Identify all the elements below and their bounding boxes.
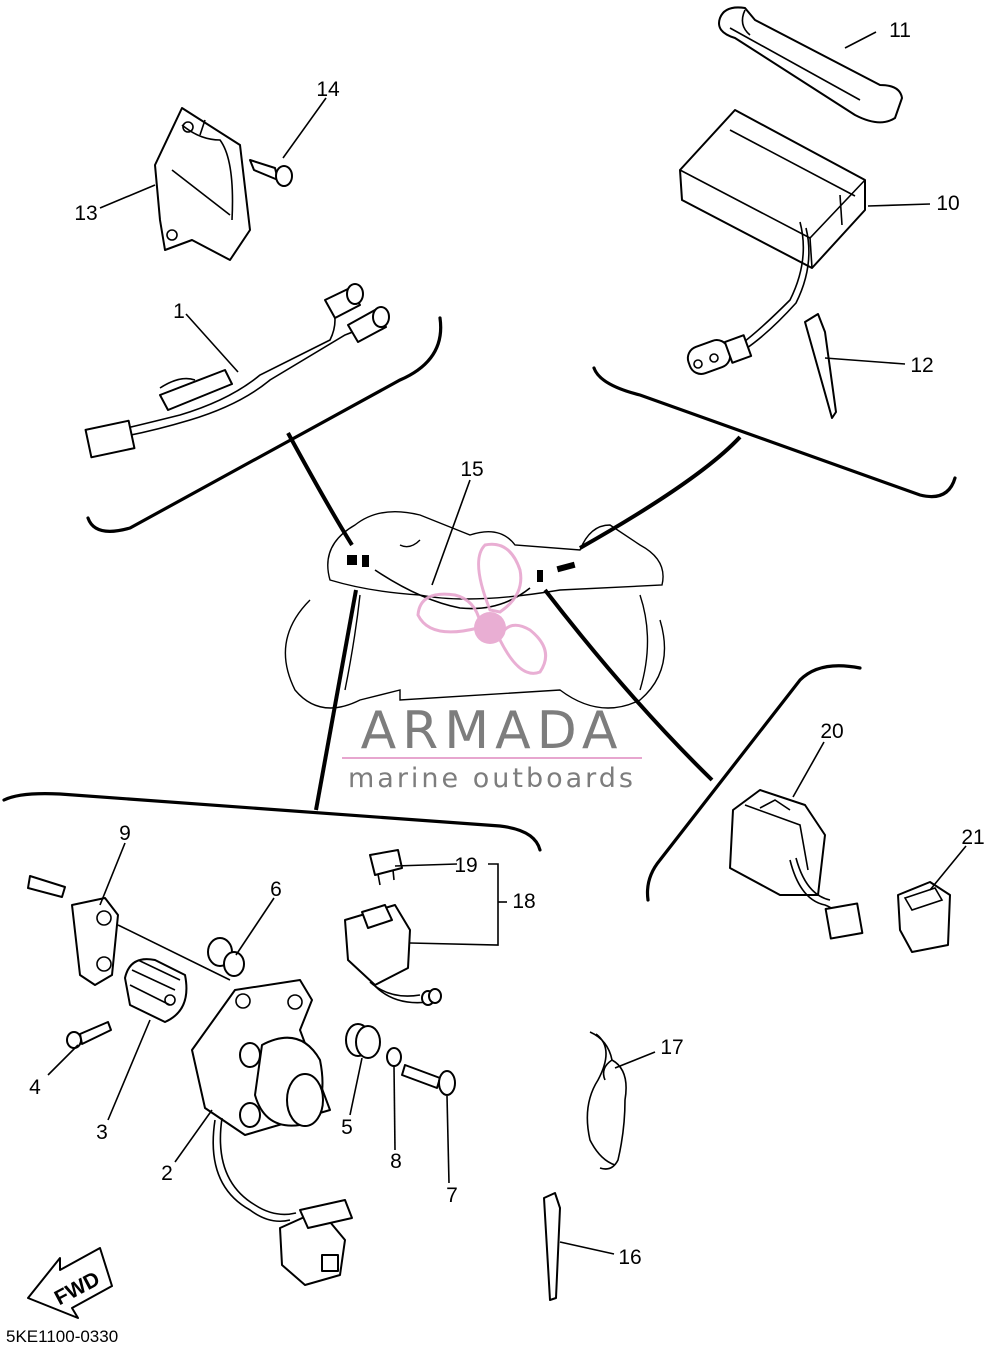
callout-2: 2 [161, 1162, 173, 1185]
callout-9: 9 [119, 822, 131, 845]
forward-arrow: FWD [27, 1247, 113, 1319]
callout-6: 6 [270, 878, 282, 901]
callout-18: 18 [512, 890, 535, 913]
cable-tie-part-12 [804, 313, 837, 419]
fuse-part-19 [369, 849, 403, 886]
callout-5: 5 [341, 1116, 353, 1139]
relay-part-20 [729, 789, 864, 940]
cable-tie-part-16 [543, 1192, 561, 1301]
callout-14: 14 [316, 78, 340, 101]
callout-8: 8 [390, 1150, 402, 1173]
callout-11: 11 [889, 19, 911, 42]
leader-lines [47, 31, 967, 1255]
callout-1: 1 [173, 300, 185, 323]
callout-12: 12 [910, 354, 933, 377]
panel-top-left [86, 316, 443, 533]
panel-right-mid [645, 664, 862, 902]
rectifier-regulator-part-13 [154, 107, 251, 261]
panel-top-right [592, 366, 957, 499]
starter-relay-part-18 [344, 904, 442, 1006]
callout-13: 13 [74, 202, 97, 225]
battery-band-part-11 [718, 6, 903, 124]
connector-line-right [579, 435, 742, 550]
relay-connector-part-21 [897, 881, 951, 953]
connector-line-bottom [314, 589, 358, 811]
pickup-coil-part-3 [124, 958, 188, 1023]
callout-20: 20 [820, 720, 843, 743]
callout-17: 17 [660, 1036, 683, 1059]
connector-line-mid-right [543, 588, 714, 782]
callout-labels: 1 2 3 4 5 6 7 8 9 10 11 12 13 14 15 16 1… [29, 19, 985, 1269]
brand-tagline: marine outboards [348, 763, 636, 794]
grommet-part-6 [207, 937, 245, 977]
callout-4: 4 [29, 1076, 41, 1099]
connector-line-left [286, 432, 354, 547]
bolt-part-7 [401, 1064, 456, 1096]
motorcycle-silhouette [284, 510, 666, 709]
bracket-part-9 [27, 875, 231, 986]
screw-part-14 [249, 159, 293, 187]
callout-15: 15 [460, 458, 483, 481]
callout-10: 10 [936, 192, 959, 215]
washer-part-8 [386, 1047, 402, 1067]
sensor-assembly-part-2 [191, 979, 353, 1286]
panel-bottom-left [2, 792, 542, 852]
callout-3: 3 [96, 1121, 108, 1144]
propeller-logo [416, 542, 548, 675]
battery-part-10 [679, 109, 866, 375]
brand-name: ARMADA [361, 701, 624, 761]
callout-7: 7 [446, 1184, 458, 1207]
wire-harness-part-1 [84, 283, 390, 459]
screw-part-4 [66, 1021, 112, 1049]
drawing-code: 5KE1100-0330 [6, 1327, 118, 1345]
callout-16: 16 [618, 1246, 641, 1269]
wire-clip-part-17 [586, 1031, 627, 1170]
callout-19: 19 [454, 854, 477, 877]
grommet-part-5 [345, 1023, 381, 1059]
armada-watermark: ARMADA marine outboards [342, 542, 642, 794]
callout-21: 21 [961, 826, 984, 849]
